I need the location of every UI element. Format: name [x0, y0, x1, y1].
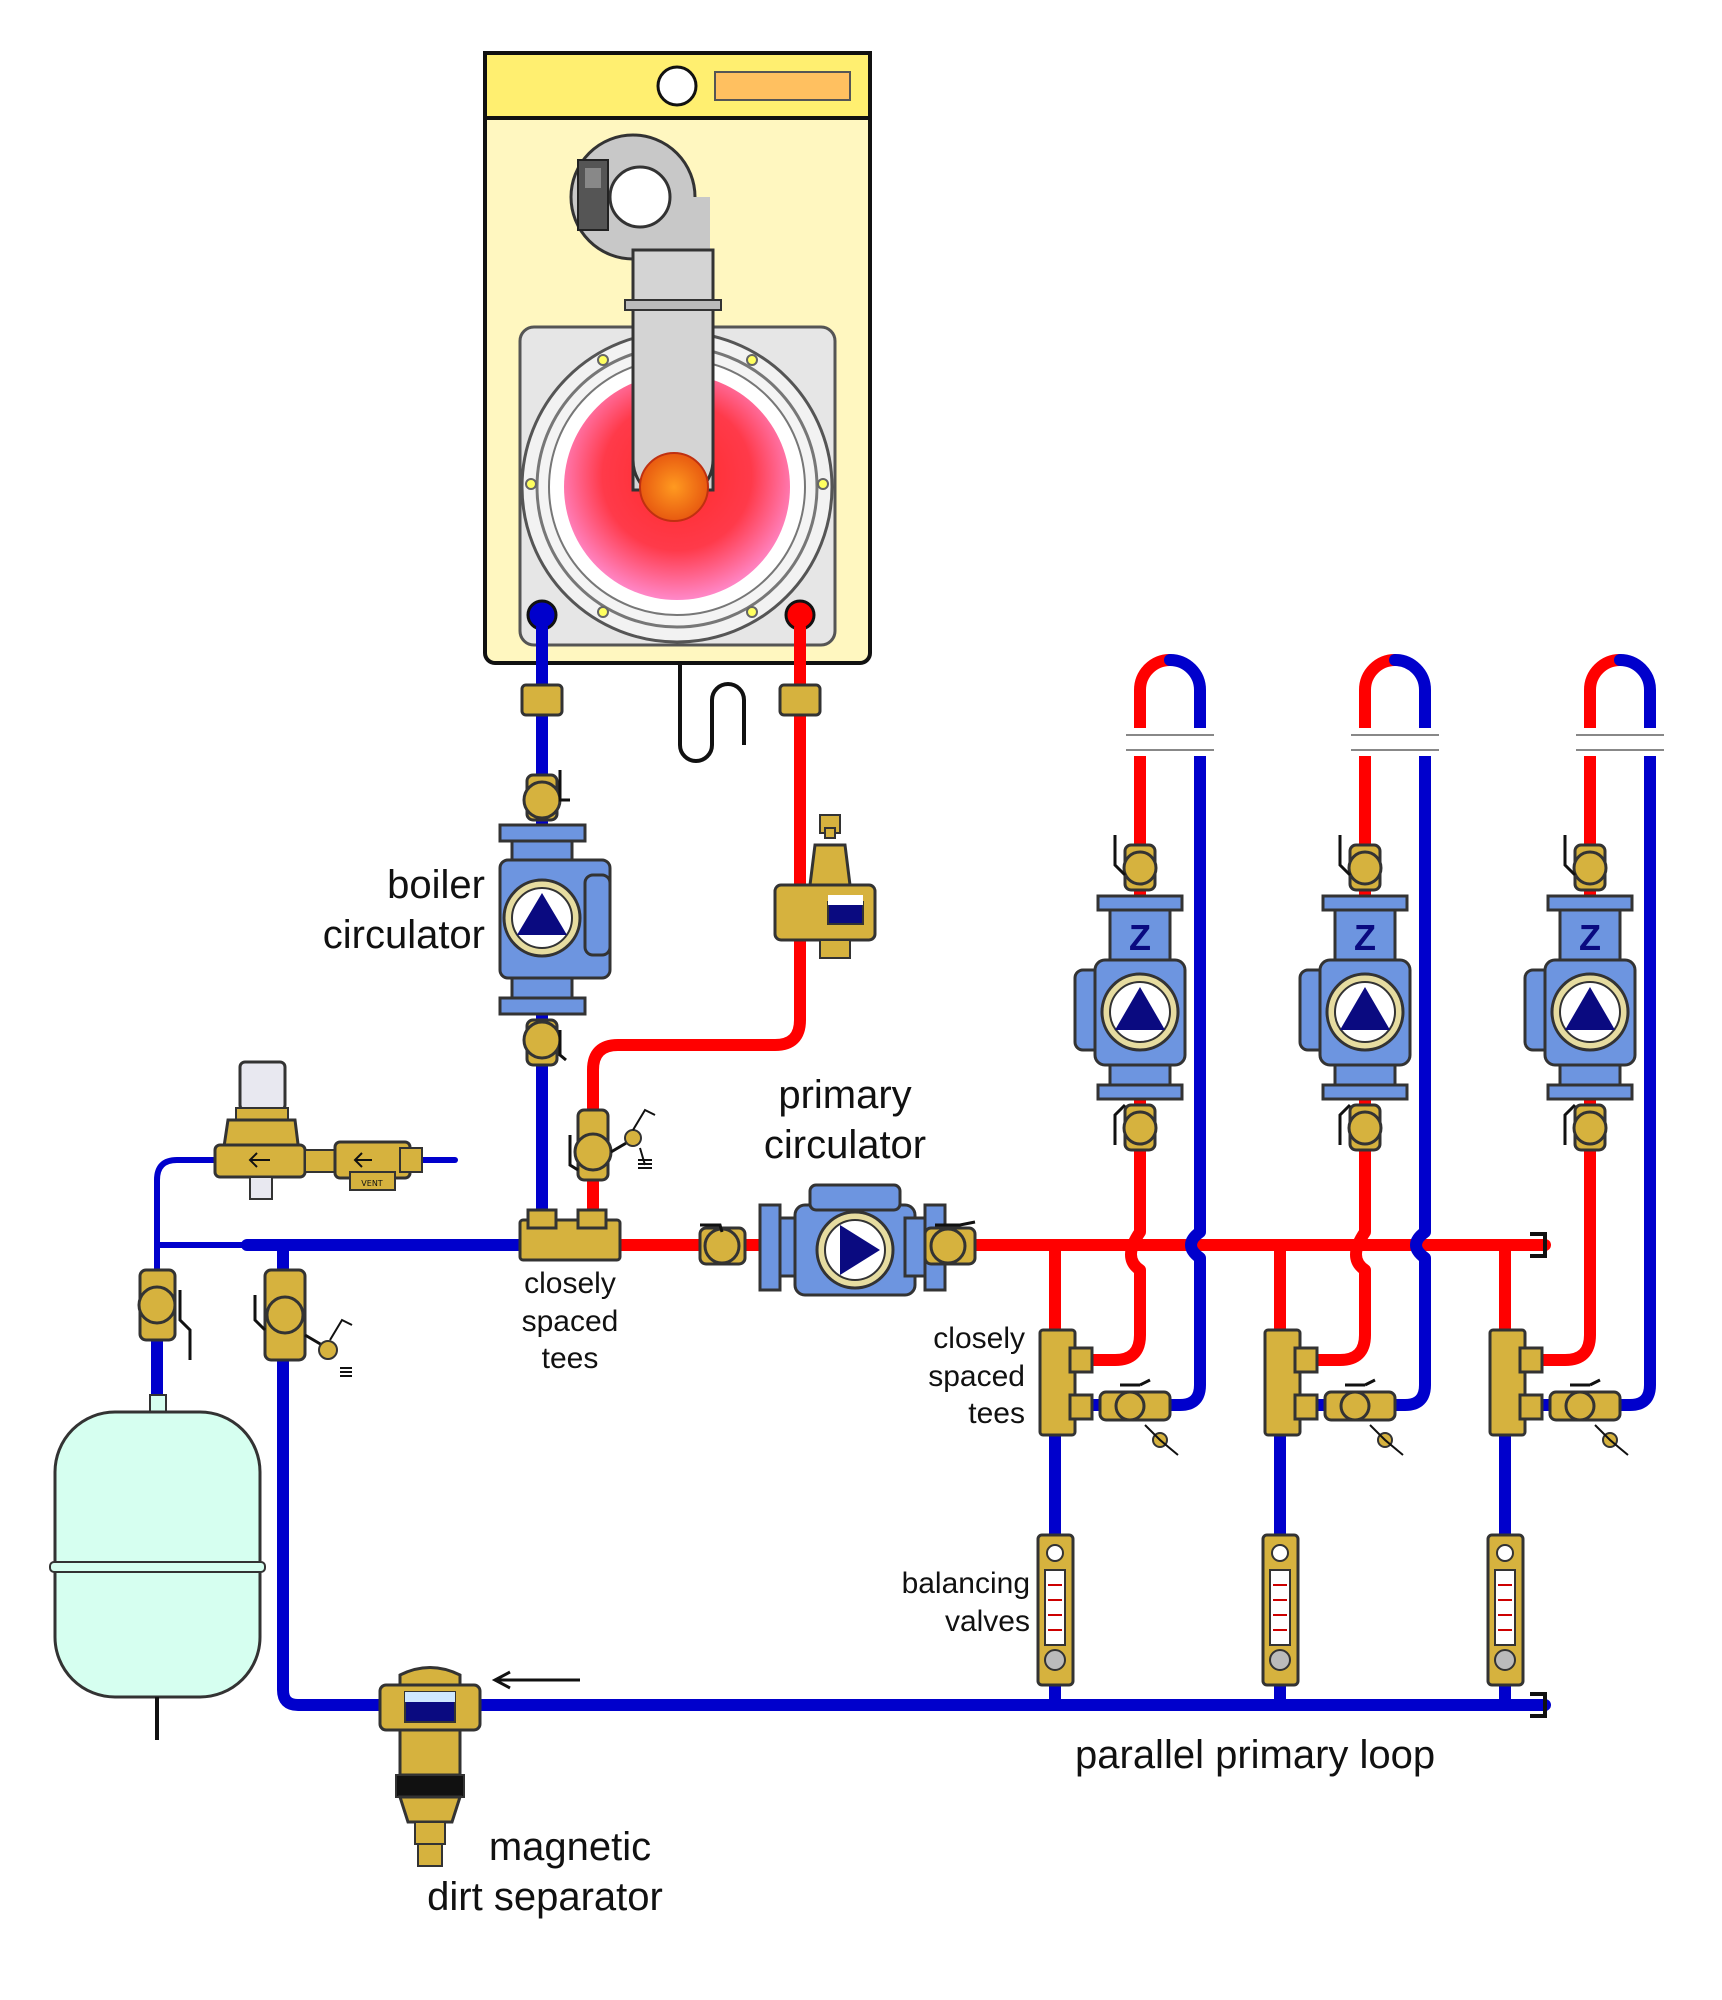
boiler-unions — [520, 683, 822, 717]
svg-text:Z: Z — [1579, 917, 1601, 958]
branch-tees — [1038, 1328, 1544, 1437]
magnetic-dirt-separator — [378, 1666, 482, 1867]
boiler-circulator — [498, 770, 612, 1067]
label-balancing-valves: balancing valves — [901, 1567, 1030, 1638]
boiler-supply-pipe — [587, 622, 806, 1251]
label-closely-spaced-tees-branches: closely spaced tees — [928, 1322, 1025, 1430]
supply-header-cap — [1530, 1232, 1547, 1258]
makeup-water-line — [154, 1157, 233, 1293]
zone-circulator-3: Z — [1523, 835, 1637, 1152]
burner-head — [639, 452, 709, 522]
label-boiler-circulator: boiler circulator — [322, 863, 485, 957]
makeup-water-assembly: VENT — [213, 1060, 423, 1200]
label-primary-circulator: primary circulator — [763, 1073, 927, 1167]
vent-tag: VENT — [361, 1179, 383, 1188]
boiler-closely-spaced-tees — [518, 1208, 622, 1262]
expansion-tank-valve — [137, 1268, 192, 1360]
balancing-valve-3 — [1486, 1533, 1525, 1687]
flange-bolts — [525, 354, 829, 618]
balancing-valve-1 — [1036, 1533, 1075, 1687]
svg-text:Z: Z — [1354, 917, 1376, 958]
boiler-pressure-gauge — [656, 65, 698, 107]
label-closely-spaced-tees-boiler: closely spaced tees — [521, 1267, 619, 1375]
boiler-display-panel — [714, 71, 851, 101]
branch-return-valves — [1098, 1378, 1629, 1456]
expansion-tank — [49, 1394, 266, 1740]
primary-return-loop — [277, 1239, 1551, 1711]
return-purge-valve — [253, 1268, 353, 1377]
condensate-trap — [678, 663, 746, 763]
balancing-valve-2 — [1261, 1533, 1300, 1687]
label-parallel-primary-loop: parallel primary loop — [1075, 1733, 1436, 1777]
boiler — [483, 51, 872, 763]
zone-circulator-1: Z — [1073, 835, 1187, 1152]
zone-circulator-2: Z — [1298, 835, 1412, 1152]
svg-text:Z: Z — [1129, 917, 1151, 958]
pipe-break-marks — [1126, 728, 1664, 756]
primary-circulator — [698, 1183, 977, 1297]
piping — [151, 622, 1656, 1711]
return-header-cap — [1530, 1692, 1547, 1718]
supply-purge-valve — [568, 1108, 656, 1182]
flow-direction-arrow — [491, 1670, 580, 1690]
air-vent — [773, 814, 877, 959]
label-magnetic-dirt-separator: magnetic dirt separator — [427, 1825, 663, 1919]
